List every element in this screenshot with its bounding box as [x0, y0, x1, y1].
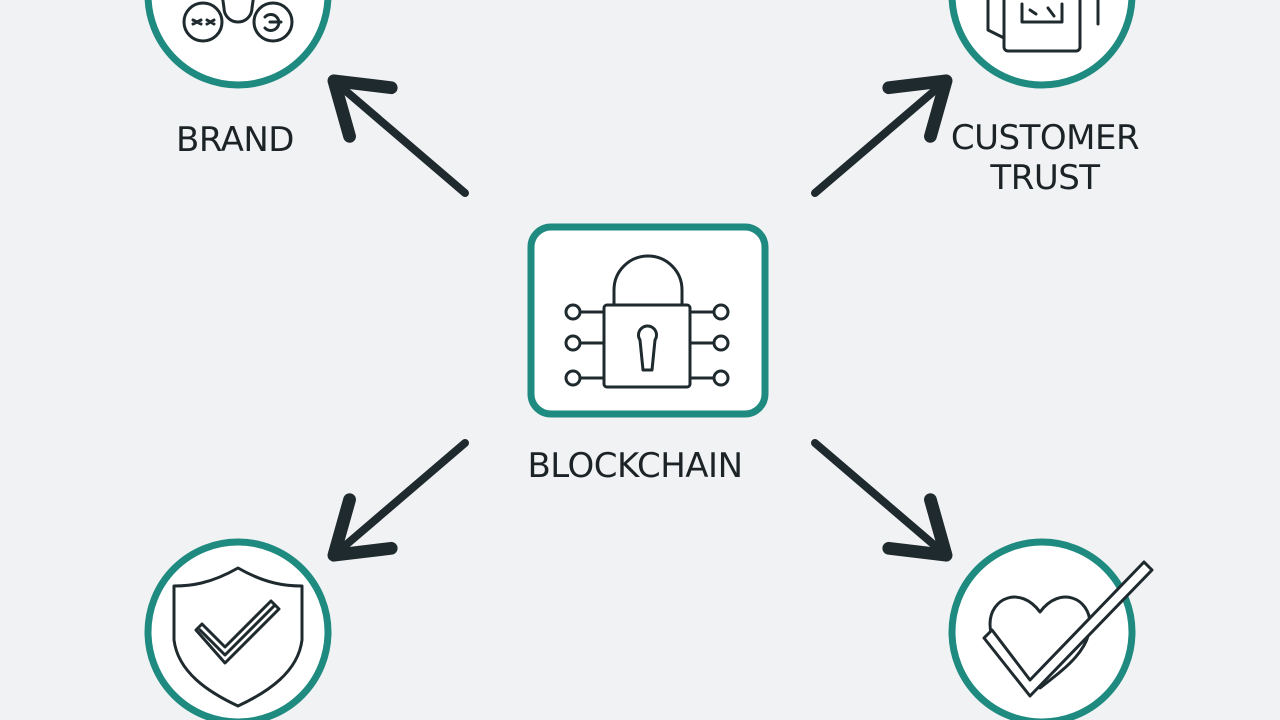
padlock-circuit-icon — [564, 254, 730, 389]
blockchain-node — [527, 223, 769, 418]
customer-trust-label: CUSTOMER TRUST — [920, 118, 1170, 198]
shield-check-icon — [172, 566, 304, 708]
customer-trust-label-line2: TRUST — [990, 158, 1100, 198]
security-node — [144, 538, 332, 720]
customer-trust-label-line1: CUSTOMER — [950, 118, 1140, 158]
customer-trust-node — [948, 0, 1136, 89]
arrow-to-brand — [327, 74, 469, 197]
arrow-to-customer-trust — [811, 74, 953, 197]
arrow-to-security — [327, 439, 469, 562]
brand-icons — [182, 0, 294, 43]
brand-label: BRAND — [176, 120, 294, 160]
arrow-to-loyalty — [811, 439, 953, 562]
loyalty-node — [948, 538, 1154, 720]
brand-node — [144, 0, 332, 89]
heart-check-icon — [982, 560, 1154, 698]
blockchain-label: BLOCKCHAIN — [527, 446, 743, 486]
document-icon — [986, 0, 1100, 53]
